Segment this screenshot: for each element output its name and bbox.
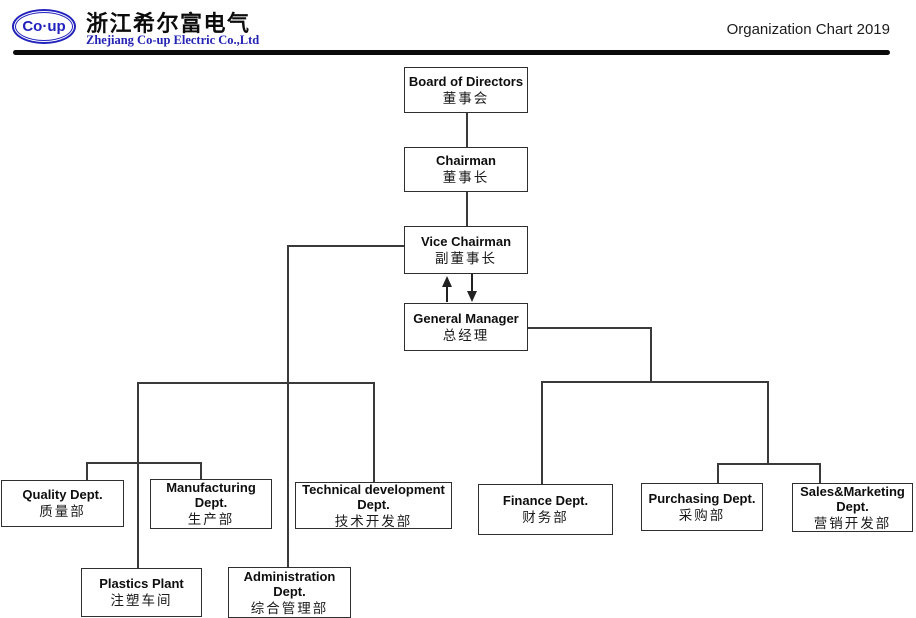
org-node-label-en: Plastics Plant (99, 576, 184, 591)
logo-oval-inner (15, 12, 73, 41)
org-node-label-cn: 技术开发部 (334, 513, 413, 529)
connector-line (717, 463, 719, 483)
connector-line (200, 462, 202, 479)
org-node-label-en: Dept. (273, 583, 306, 599)
connector-line (373, 382, 375, 482)
connector-line (650, 327, 652, 381)
connector-line (137, 382, 139, 568)
org-node-label-en: Vice Chairman (420, 233, 512, 249)
connector-line (717, 463, 819, 465)
org-node-label-cn: 副董事长 (435, 250, 497, 266)
org-node-label-en: Manufacturing (166, 480, 256, 495)
org-node-label-en: Technical development (302, 481, 445, 497)
org-node-label-en: Finance Dept. (502, 493, 589, 508)
org-node-label-cn: 注塑车间 (110, 593, 173, 608)
org-node-quality-dept: Quality Dept. 质量部 (1, 480, 124, 527)
logo-text: Co·up (22, 18, 66, 35)
connector-line (86, 462, 200, 464)
connector-line (86, 462, 88, 480)
org-node-label-en: General Manager (413, 310, 519, 326)
org-node-label-en: Board of Directors (408, 73, 524, 89)
connector-line (466, 192, 468, 226)
org-node-label-cn: 综合管理部 (250, 600, 329, 616)
connector-line (528, 327, 650, 329)
arrow-down-icon (466, 291, 477, 302)
arrow-down-shaft (471, 274, 473, 293)
page-title: Organization Chart 2019 (726, 21, 890, 38)
connector-line (541, 381, 543, 484)
org-node-plastics-plant: Plastics Plant 注塑车间 (81, 568, 202, 617)
company-name-english: Zhejiang Co-up Electric Co.,Ltd (86, 33, 260, 47)
org-node-label-cn: 采购部 (678, 507, 726, 523)
connector-line (767, 381, 769, 463)
connector-line (287, 245, 404, 247)
connector-line (819, 463, 821, 483)
org-node-label-en: Dept. (836, 498, 869, 514)
org-node-label-en: Purchasing Dept. (648, 490, 756, 506)
org-node-label-en: Sales&Marketing (800, 483, 905, 499)
org-node-label-en: Chairman (436, 153, 496, 168)
org-node-label-cn: 质量部 (39, 504, 86, 519)
logo-oval-outer (12, 9, 76, 44)
header-divider (13, 50, 890, 55)
connector-line (541, 381, 767, 383)
org-node-label-cn: 董事长 (442, 170, 490, 185)
org-node-label-en: Dept. (194, 495, 228, 510)
arrow-up-icon (441, 276, 452, 287)
company-name-chinese: 浙江希尔富电气 (86, 11, 251, 36)
org-node-finance-dept: Finance Dept. 财务部 (478, 484, 613, 535)
org-node-purchasing-dept: Purchasing Dept.采购部 (641, 483, 763, 531)
org-node-label-cn: 营销开发部 (813, 515, 892, 531)
org-node-label-cn: 总经理 (442, 327, 490, 343)
org-node-label-cn: 生产部 (187, 512, 235, 527)
org-node-label-cn: 董事会 (442, 90, 490, 106)
org-node-label-en: Quality Dept. (22, 487, 103, 502)
org-node-label-cn: 财务部 (522, 510, 569, 525)
connector-line (466, 113, 468, 147)
org-node-chairman: Chairman 董事长 (404, 147, 528, 192)
org-node-label-en: Administration (243, 568, 336, 584)
connector-line (287, 245, 289, 567)
org-node-label-en: Dept. (357, 496, 390, 512)
company-logo: Co·up (12, 9, 76, 44)
connector-line (137, 382, 373, 384)
arrow-up-shaft (446, 285, 448, 302)
